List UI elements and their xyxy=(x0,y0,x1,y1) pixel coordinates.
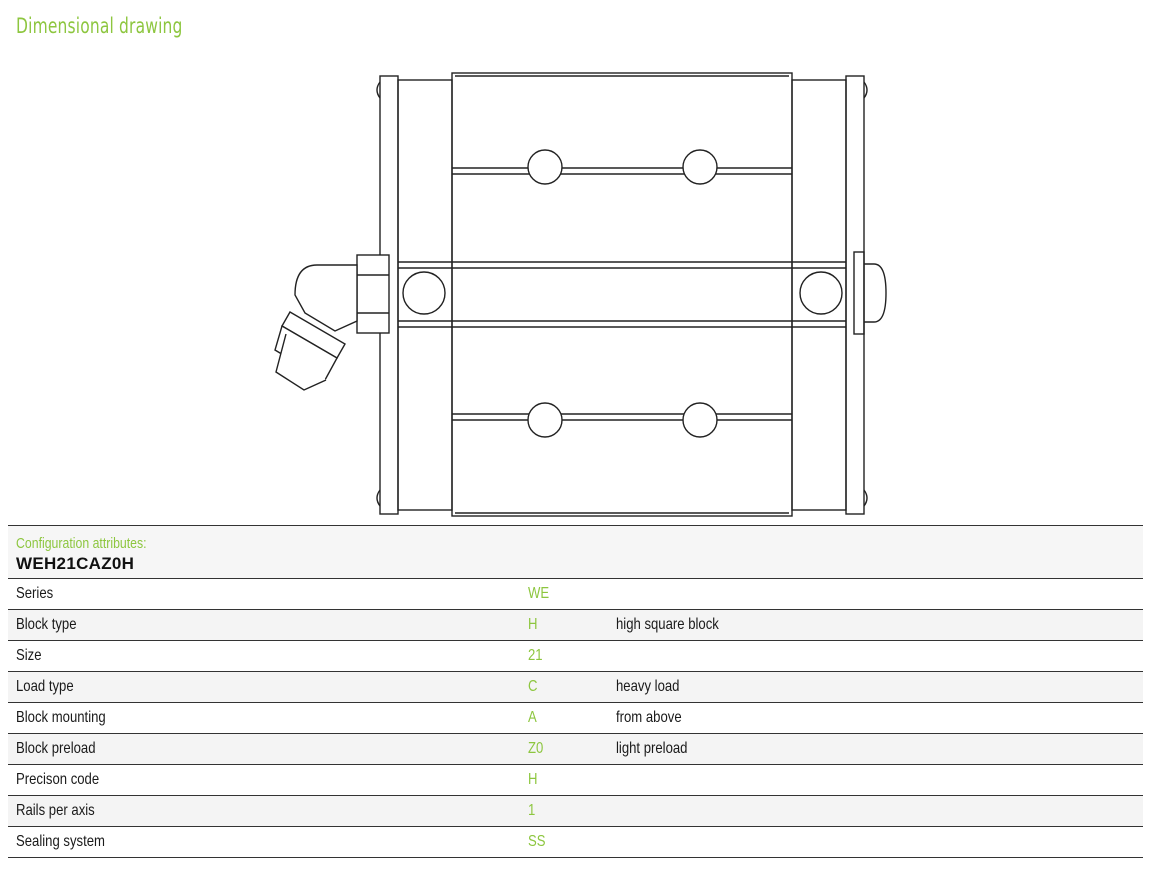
attr-code: 21 xyxy=(528,647,543,664)
table-row: Size 21 xyxy=(8,641,1143,672)
attr-code: H xyxy=(528,771,538,788)
attr-name: Block mounting xyxy=(16,709,106,726)
attr-code: C xyxy=(528,678,538,695)
table-row: Block mounting A from above xyxy=(8,703,1143,734)
page-title: Dimensional drawing xyxy=(16,14,183,38)
attr-name: Block preload xyxy=(16,740,96,757)
mounting-hole-bottom-left xyxy=(527,402,563,438)
attr-name: Series xyxy=(16,585,54,602)
rail-hole-right xyxy=(799,271,843,315)
dimensional-drawing xyxy=(274,72,887,517)
attr-code: Z0 xyxy=(528,740,544,757)
attr-name: Rails per axis xyxy=(16,802,95,819)
config-label: Configuration attributes: xyxy=(16,535,147,552)
mounting-hole-top-right xyxy=(682,149,718,185)
right-end-cap xyxy=(845,75,865,515)
mounting-hole-bottom-right xyxy=(682,402,718,438)
attr-name: Size xyxy=(16,647,42,664)
table-row: Sealing system SS xyxy=(8,827,1143,858)
attr-name: Precison code xyxy=(16,771,100,788)
attr-name: Sealing system xyxy=(16,833,105,850)
config-header: Configuration attributes: WEH21CAZ0H xyxy=(8,525,1143,579)
right-plug xyxy=(864,263,887,323)
rail-hole-left xyxy=(402,271,446,315)
attr-name: Block type xyxy=(16,616,77,633)
attr-code: A xyxy=(528,709,537,726)
table-row: Block type H high square block xyxy=(8,610,1143,641)
attr-desc: high square block xyxy=(616,616,719,633)
config-code: WEH21CAZ0H xyxy=(16,554,135,573)
table-row: Load type C heavy load xyxy=(8,672,1143,703)
attr-code: H xyxy=(528,616,538,633)
table-row: Series WE xyxy=(8,579,1143,610)
grease-nipple xyxy=(274,254,390,391)
mounting-hole-top-left xyxy=(527,149,563,185)
configuration-table: Configuration attributes: WEH21CAZ0H Ser… xyxy=(8,525,1143,858)
table-row: Block preload Z0 light preload xyxy=(8,734,1143,765)
attr-code: SS xyxy=(528,833,546,850)
block-body xyxy=(451,72,793,517)
attr-code: 1 xyxy=(528,802,536,819)
attr-desc: heavy load xyxy=(616,678,680,695)
attr-desc: light preload xyxy=(616,740,688,757)
table-row: Precison code H xyxy=(8,765,1143,796)
attr-desc: from above xyxy=(616,709,682,726)
table-row: Rails per axis 1 xyxy=(8,796,1143,827)
attr-name: Load type xyxy=(16,678,74,695)
attr-code: WE xyxy=(528,585,550,602)
